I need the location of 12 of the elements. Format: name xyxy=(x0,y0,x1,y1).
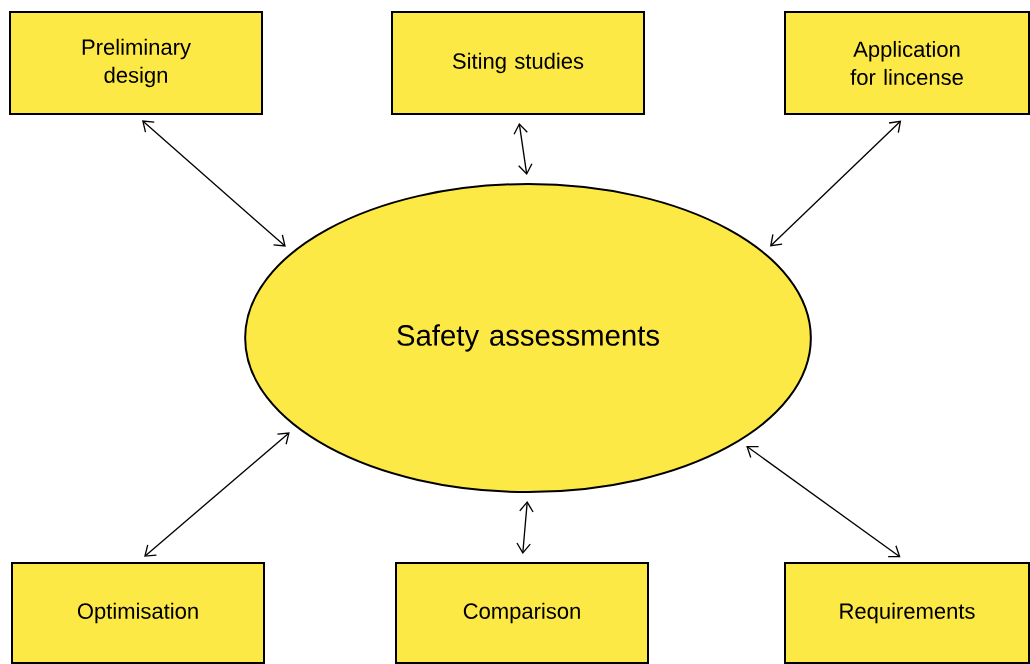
arrow xyxy=(144,432,290,557)
process-box: Requirements xyxy=(784,562,1030,664)
process-box: Comparison xyxy=(395,562,649,664)
arrow xyxy=(769,120,902,247)
arrow xyxy=(142,120,286,247)
arrow xyxy=(516,500,534,555)
process-box: Siting studies xyxy=(391,11,645,115)
arrow xyxy=(746,445,901,558)
process-box: Application for lincense xyxy=(784,11,1030,115)
process-box: Preliminary design xyxy=(9,11,263,115)
arrow xyxy=(513,122,533,176)
process-box: Optimisation xyxy=(11,562,265,664)
